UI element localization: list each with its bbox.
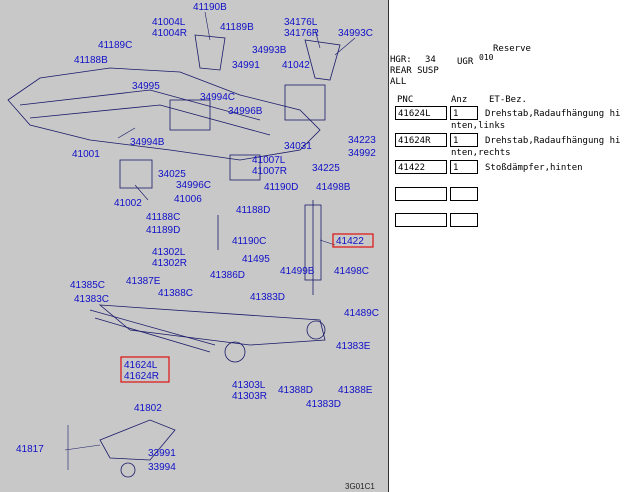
label-41004L[interactable]: 41004L xyxy=(152,17,186,28)
scope-label: ALL xyxy=(390,77,407,87)
label-41498B[interactable]: 41498B xyxy=(316,182,351,193)
divider xyxy=(388,0,389,492)
label-41817[interactable]: 41817 xyxy=(16,444,44,455)
empty-anz-input[interactable] xyxy=(450,213,478,227)
anz-cell[interactable]: 1 xyxy=(450,133,478,147)
part-labels: 41190B 41004L 41004R 41189B 34176L 34176… xyxy=(16,2,379,473)
frame-drawing xyxy=(7,34,341,478)
desc-line1: Drehstab,Radaufhängung hi xyxy=(485,109,621,119)
label-41190C[interactable]: 41190C xyxy=(232,236,266,247)
label-34225[interactable]: 34225 xyxy=(312,163,340,174)
label-41189D[interactable]: 41189D xyxy=(146,225,180,236)
empty-anz-input[interactable] xyxy=(450,187,478,201)
label-41302R[interactable]: 41302R xyxy=(152,258,187,269)
hgr-value: 34 xyxy=(425,55,436,65)
label-34996C[interactable]: 34996C xyxy=(176,180,211,191)
label-41004R[interactable]: 41004R xyxy=(152,28,187,39)
label-41387E[interactable]: 41387E xyxy=(126,276,161,287)
col-header-pnc: PNC xyxy=(397,95,414,105)
label-41495[interactable]: 41495 xyxy=(242,254,270,265)
label-41002[interactable]: 41002 xyxy=(114,198,142,209)
label-41802[interactable]: 41802 xyxy=(134,403,162,414)
empty-pnc-input[interactable] xyxy=(395,213,447,227)
desc-line2: nten,links xyxy=(451,121,506,131)
empty-pnc-input[interactable] xyxy=(395,187,447,201)
col-header-anz: Anz xyxy=(451,95,468,105)
label-34992[interactable]: 34992 xyxy=(348,148,376,159)
label-33994[interactable]: 33994 xyxy=(148,462,176,473)
parts-diagram: 41190B 41004L 41004R 41189B 34176L 34176… xyxy=(0,0,388,492)
label-34176L[interactable]: 34176L xyxy=(284,17,318,28)
label-34995[interactable]: 34995 xyxy=(132,81,160,92)
label-41189C[interactable]: 41189C xyxy=(98,40,132,51)
label-41383D-lower[interactable]: 41383D xyxy=(306,399,341,410)
label-41624L[interactable]: 41624L xyxy=(124,360,158,371)
parts-panel: Reserve HGR: 34 UGR 010 REAR SUSP ALL PN… xyxy=(389,0,640,492)
label-41303R[interactable]: 41303R xyxy=(232,391,267,402)
label-34994B[interactable]: 34994B xyxy=(130,137,165,148)
label-41190D[interactable]: 41190D xyxy=(264,182,298,193)
label-41001[interactable]: 41001 xyxy=(72,149,100,160)
desc-line1: Drehstab,Radaufhängung hi xyxy=(485,136,621,146)
label-34993C[interactable]: 34993C xyxy=(338,28,373,39)
label-34025[interactable]: 34025 xyxy=(158,169,186,180)
pnc-cell[interactable]: 41624R xyxy=(395,133,447,147)
label-34223[interactable]: 34223 xyxy=(348,135,376,146)
label-41498C[interactable]: 41498C xyxy=(334,266,369,277)
hgr-label: HGR: xyxy=(390,55,412,65)
label-41499B[interactable]: 41499B xyxy=(280,266,315,277)
highlight-box-41422 xyxy=(332,233,374,248)
label-41385C[interactable]: 41385C xyxy=(70,280,105,291)
label-41383E[interactable]: 41383E xyxy=(336,341,371,352)
pnc-cell[interactable]: 41624L xyxy=(395,106,447,120)
anz-cell[interactable]: 1 xyxy=(450,106,478,120)
label-41388D[interactable]: 41388D xyxy=(278,385,313,396)
label-41303L[interactable]: 41303L xyxy=(232,380,266,391)
label-34991[interactable]: 34991 xyxy=(232,60,260,71)
label-41188B[interactable]: 41188B xyxy=(74,55,108,66)
leader-lines xyxy=(64,11,356,470)
label-41422[interactable]: 41422 xyxy=(336,236,364,247)
ugr-label: UGR xyxy=(457,57,474,67)
desc-line2: nten,rechts xyxy=(451,148,511,158)
label-34031[interactable]: 34031 xyxy=(284,141,312,152)
label-41188D[interactable]: 41188D xyxy=(236,205,270,216)
label-34993B[interactable]: 34993B xyxy=(252,45,287,56)
label-41388C[interactable]: 41388C xyxy=(158,288,193,299)
label-34996B[interactable]: 34996B xyxy=(228,106,263,117)
label-41190B[interactable]: 41190B xyxy=(193,2,227,13)
subgroup-label: REAR SUSP xyxy=(390,66,439,76)
label-41007R[interactable]: 41007R xyxy=(252,166,287,177)
reserve-label: Reserve xyxy=(493,44,531,54)
label-41042[interactable]: 41042 xyxy=(282,60,310,71)
pnc-cell[interactable]: 41422 xyxy=(395,160,447,174)
label-41489C[interactable]: 41489C xyxy=(344,308,379,319)
highlight-box-41624 xyxy=(120,356,170,383)
label-33991[interactable]: 33991 xyxy=(148,448,176,459)
label-41188C[interactable]: 41188C xyxy=(146,212,180,223)
label-34994C[interactable]: 34994C xyxy=(200,92,235,103)
highlighted-labels: 41422 41624L 41624R xyxy=(120,233,374,383)
label-41383C[interactable]: 41383C xyxy=(74,294,109,305)
label-41007L[interactable]: 41007L xyxy=(252,155,286,166)
anz-cell[interactable]: 1 xyxy=(450,160,478,174)
ugr-value: 010 xyxy=(479,53,494,62)
label-41006[interactable]: 41006 xyxy=(174,194,202,205)
label-41388E[interactable]: 41388E xyxy=(338,385,373,396)
desc-line1: Stoßdämpfer,hinten xyxy=(485,163,583,173)
label-41624R[interactable]: 41624R xyxy=(124,371,159,382)
col-header-desc: ET-Bez. xyxy=(489,95,527,105)
label-41386D[interactable]: 41386D xyxy=(210,270,245,281)
exploded-view: 41190B 41004L 41004R 41189B 34176L 34176… xyxy=(7,2,379,491)
diagram-code: 3G01C1 xyxy=(345,482,375,491)
label-41383D-upper[interactable]: 41383D xyxy=(250,292,285,303)
label-41189B[interactable]: 41189B xyxy=(220,22,254,33)
label-34176R[interactable]: 34176R xyxy=(284,28,319,39)
label-41302L[interactable]: 41302L xyxy=(152,247,186,258)
